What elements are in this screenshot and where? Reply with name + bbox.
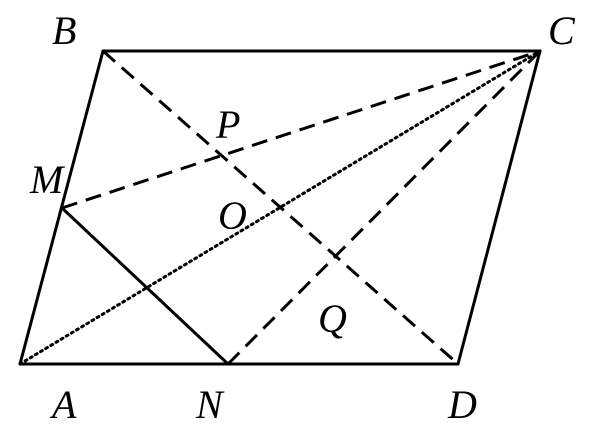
label-C: C	[548, 8, 576, 53]
label-Q: Q	[318, 296, 347, 341]
segment-BD	[102, 49, 459, 366]
segment-MN	[60, 206, 230, 366]
label-N: N	[195, 382, 225, 427]
segment-CD	[456, 49, 542, 366]
segment-NC	[226, 49, 542, 366]
segment-MC	[61, 49, 541, 210]
label-A: A	[49, 382, 77, 427]
label-O: O	[218, 193, 247, 238]
label-D: D	[447, 382, 477, 427]
label-B: B	[52, 8, 76, 53]
label-M: M	[29, 157, 66, 202]
label-P: P	[215, 102, 240, 147]
segment-AC	[18, 49, 542, 366]
